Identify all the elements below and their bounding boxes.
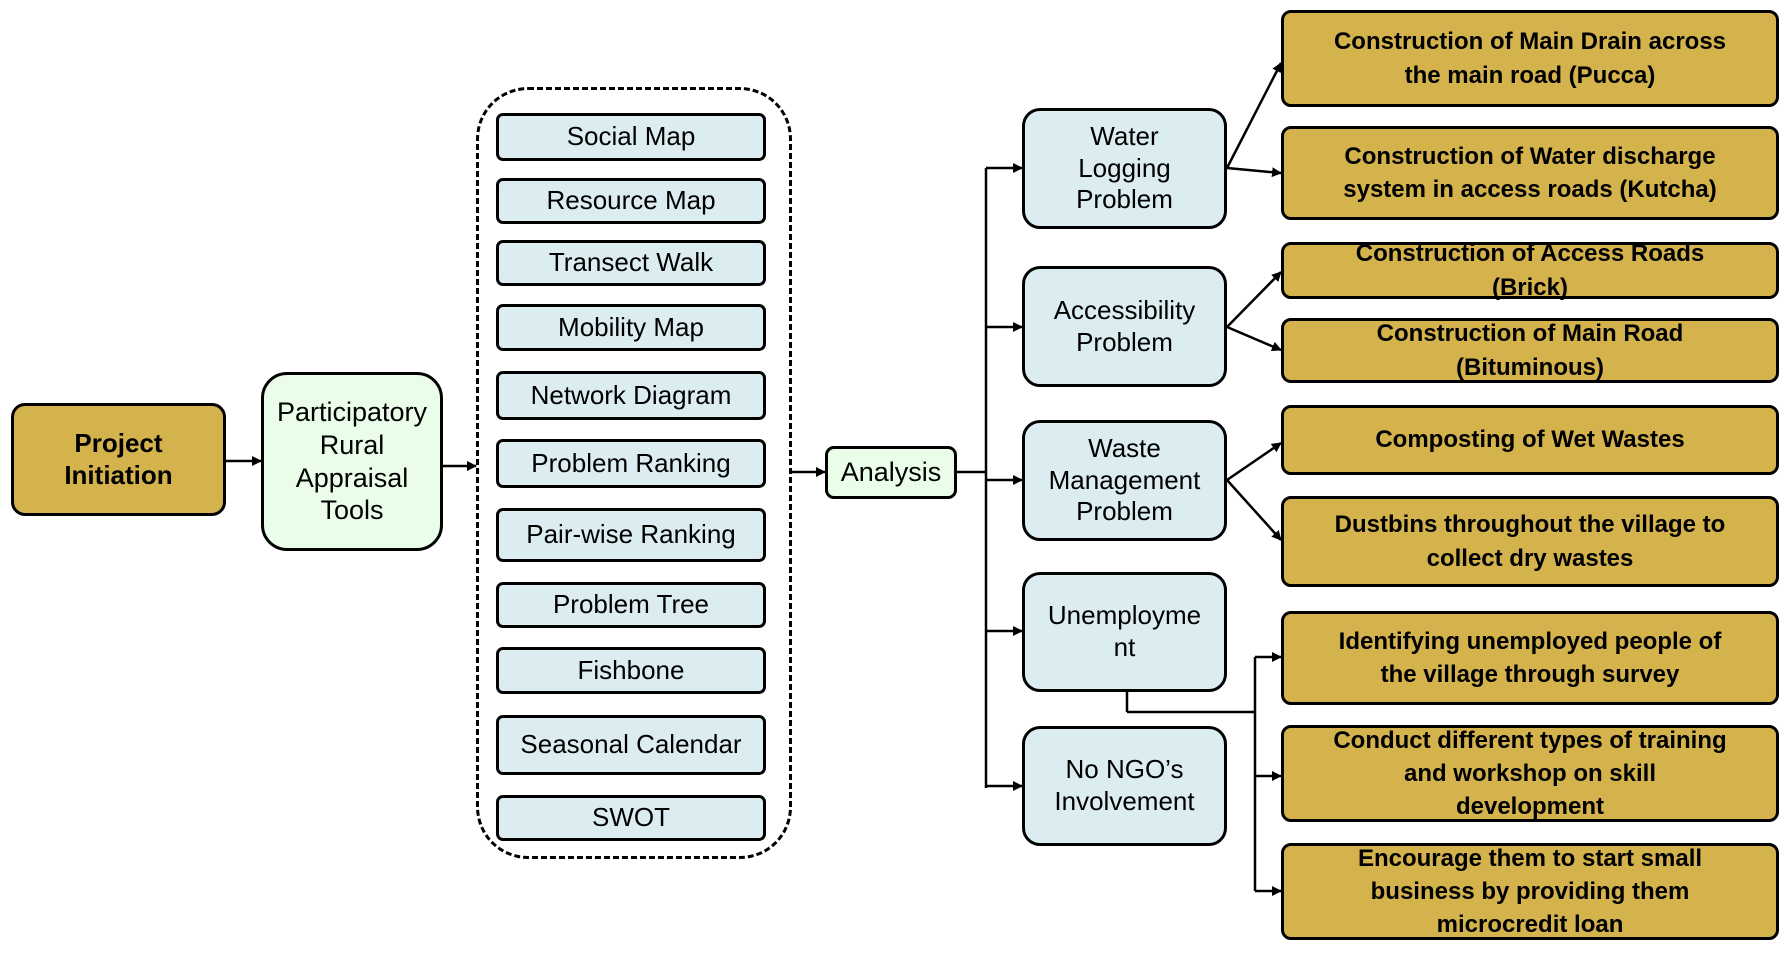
tool-network-diagram: Network Diagram xyxy=(496,371,766,420)
problem-water-logging: Water Logging Problem xyxy=(1022,108,1227,229)
problem-no-ngo-involvement: No NGO’s Involvement xyxy=(1022,726,1227,846)
tool-pair-wise-ranking: Pair-wise Ranking xyxy=(496,508,766,562)
tool-fishbone: Fishbone xyxy=(496,647,766,694)
tool-label: Social Map xyxy=(566,121,696,152)
solution-training-workshop: Conduct different types of training and … xyxy=(1281,725,1779,822)
solution-main-road: Construction of Main Road (Bituminous) xyxy=(1281,318,1779,383)
arrow-water-to-s1 xyxy=(1225,62,1283,169)
solution-access-roads: Construction of Access Roads (Brick) xyxy=(1281,240,1779,301)
problem-waste-management: Waste Management Problem xyxy=(1022,420,1227,541)
analysis-label: Analysis xyxy=(840,457,942,488)
tool-seasonal-calendar: Seasonal Calendar xyxy=(496,715,766,775)
project-initiation-box: Project Initiation xyxy=(11,403,226,516)
pra-tools-box: Participatory Rural Appraisal Tools xyxy=(261,372,443,551)
problem-label: Accessibility Problem xyxy=(1053,294,1196,357)
tool-label: Mobility Map xyxy=(558,311,704,342)
project-initiation-label: Project Initiation xyxy=(64,427,173,490)
tool-label: Problem Tree xyxy=(552,589,710,620)
solution-label: Composting of Wet Wastes xyxy=(1375,426,1685,454)
tool-label: Fishbone xyxy=(577,654,685,685)
arrow-waste-to-s6 xyxy=(1226,479,1282,541)
problem-label: Unemployme nt xyxy=(1047,600,1202,662)
solution-dustbins: Dustbins throughout the village to colle… xyxy=(1281,496,1779,587)
problem-label: Waste Management Problem xyxy=(1048,432,1201,527)
pra-tools-group xyxy=(476,87,792,859)
problem-unemployment: Unemployme nt xyxy=(1022,572,1227,692)
solution-composting: Composting of Wet Wastes xyxy=(1281,405,1779,475)
solution-label: Construction of Water discharge system i… xyxy=(1343,142,1717,203)
solution-label: Encourage them to start small business b… xyxy=(1357,844,1703,939)
arrow-access-to-s4 xyxy=(1226,325,1282,352)
pra-tools-label: Participatory Rural Appraisal Tools xyxy=(276,396,428,526)
tool-social-map: Social Map xyxy=(496,113,766,161)
solution-label: Construction of Main Road (Bituminous) xyxy=(1376,320,1684,381)
problem-label: Water Logging Problem xyxy=(1076,120,1173,215)
tool-label: Transect Walk xyxy=(548,247,714,278)
tool-label: Network Diagram xyxy=(530,379,732,410)
tool-problem-tree: Problem Tree xyxy=(496,582,766,628)
tool-transect-walk: Transect Walk xyxy=(496,240,766,286)
solution-label: Construction of Main Drain across the ma… xyxy=(1333,28,1727,89)
tool-mobility-map: Mobility Map xyxy=(496,304,766,351)
solution-label: Construction of Access Roads (Brick) xyxy=(1355,240,1705,301)
solution-main-drain: Construction of Main Drain across the ma… xyxy=(1281,10,1779,107)
tool-label: Resource Map xyxy=(546,185,716,216)
problem-accessibility: Accessibility Problem xyxy=(1022,266,1227,387)
tool-label: SWOT xyxy=(592,802,670,833)
analysis-box: Analysis xyxy=(825,446,957,499)
tool-label: Seasonal Calendar xyxy=(520,729,742,760)
tool-resource-map: Resource Map xyxy=(496,178,766,224)
solution-microcredit: Encourage them to start small business b… xyxy=(1281,843,1779,940)
solution-label: Dustbins throughout the village to colle… xyxy=(1334,511,1726,572)
solution-label: Conduct different types of training and … xyxy=(1333,726,1727,821)
tool-label: Problem Ranking xyxy=(531,447,731,478)
solution-identify-unemployed: Identifying unemployed people of the vil… xyxy=(1281,611,1779,705)
problem-label: No NGO’s Involvement xyxy=(1054,754,1195,816)
tool-swot: SWOT xyxy=(496,795,766,841)
arrow-waste-to-s5 xyxy=(1226,441,1282,482)
solution-label: Identifying unemployed people of the vil… xyxy=(1338,627,1722,688)
solution-water-discharge: Construction of Water discharge system i… xyxy=(1281,126,1779,220)
tool-problem-ranking: Problem Ranking xyxy=(496,439,766,488)
arrow-access-to-s3 xyxy=(1226,271,1282,328)
tool-label: Pair-wise Ranking xyxy=(526,519,736,550)
arrow-water-to-s2 xyxy=(1226,166,1282,178)
